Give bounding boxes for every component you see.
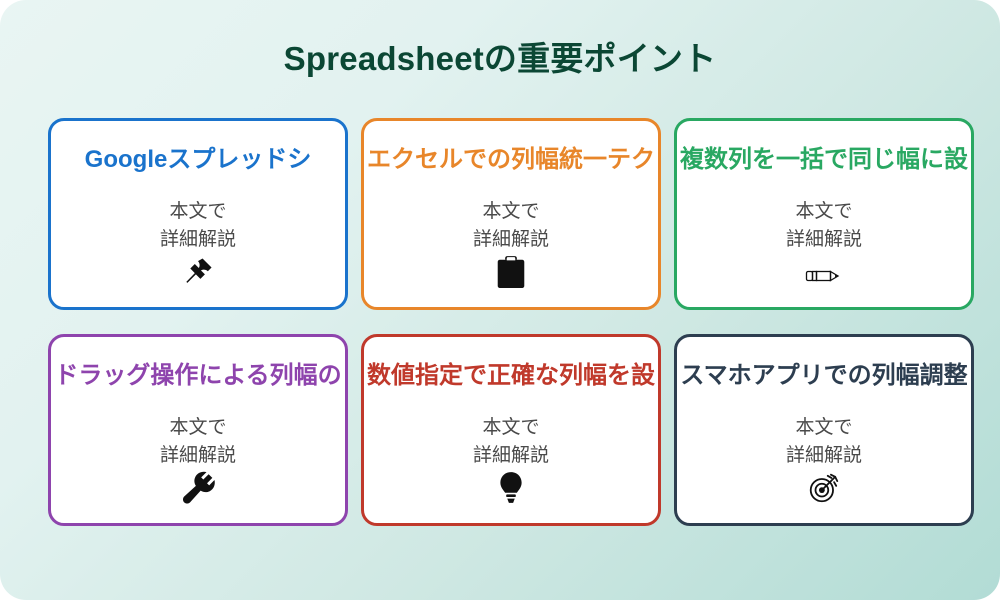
- card-body-line-2: 詳細解説: [159, 228, 236, 250]
- card-excel-column-width[interactable]: エクセルでの列幅統一テク 本文で 詳細解説: [361, 118, 661, 310]
- card-body: 本文で 詳細解説: [364, 198, 658, 253]
- card-body: 本文で 詳細解説: [51, 198, 345, 253]
- card-title: Googleスプレッドシ: [84, 146, 312, 173]
- card-body-line-2: 詳細解説: [785, 228, 862, 250]
- card-title: エクセルでの列幅統一テク: [367, 146, 655, 173]
- card-title: ドラッグ操作による列幅の: [54, 362, 342, 389]
- card-body-line-1: 本文で: [795, 417, 853, 438]
- lightbulb-icon: [364, 469, 658, 505]
- card-body-line-1: 本文で: [482, 201, 540, 222]
- card-numeric-exact-width[interactable]: 数値指定で正確な列幅を設 本文で 詳細解説: [361, 334, 661, 526]
- card-google-spreadsheet[interactable]: Googleスプレッドシ 本文で 詳細解説: [48, 118, 348, 310]
- card-mobile-app-width[interactable]: スマホアプリでの列幅調整 本文で 詳細解説: [674, 334, 974, 526]
- card-body-line-2: 詳細解説: [472, 444, 549, 466]
- card-body-line-1: 本文で: [795, 201, 853, 222]
- card-body: 本文で 詳細解説: [677, 414, 971, 469]
- card-body-line-1: 本文で: [169, 417, 227, 438]
- page-title: Spreadsheetの重要ポイント: [283, 40, 717, 77]
- card-body-line-2: 詳細解説: [472, 228, 549, 250]
- card-body-line-2: 詳細解説: [785, 444, 862, 466]
- card-title: スマホアプリでの列幅調整: [680, 362, 968, 389]
- dart-target-icon: [677, 469, 971, 505]
- card-body-line-2: 詳細解説: [159, 444, 236, 466]
- clipboard-icon: [364, 253, 658, 289]
- card-body: 本文で 詳細解説: [364, 414, 658, 469]
- pushpin-icon: [51, 253, 345, 289]
- wrench-icon: [51, 469, 345, 505]
- card-bulk-same-width[interactable]: 複数列を一括で同じ幅に設 本文で 詳細解説: [674, 118, 974, 310]
- card-title: 複数列を一括で同じ幅に設: [680, 146, 968, 173]
- pencil-icon: [677, 257, 971, 289]
- card-body: 本文で 詳細解説: [677, 198, 971, 253]
- card-body-line-1: 本文で: [169, 201, 227, 222]
- card-title: 数値指定で正確な列幅を設: [367, 362, 655, 389]
- card-body: 本文で 詳細解説: [51, 414, 345, 469]
- card-grid: Googleスプレッドシ 本文で 詳細解説 エクセルでの列幅統一テク 本文で 詳…: [48, 118, 974, 526]
- card-body-line-1: 本文で: [482, 417, 540, 438]
- card-drag-column-width[interactable]: ドラッグ操作による列幅の 本文で 詳細解説: [48, 334, 348, 526]
